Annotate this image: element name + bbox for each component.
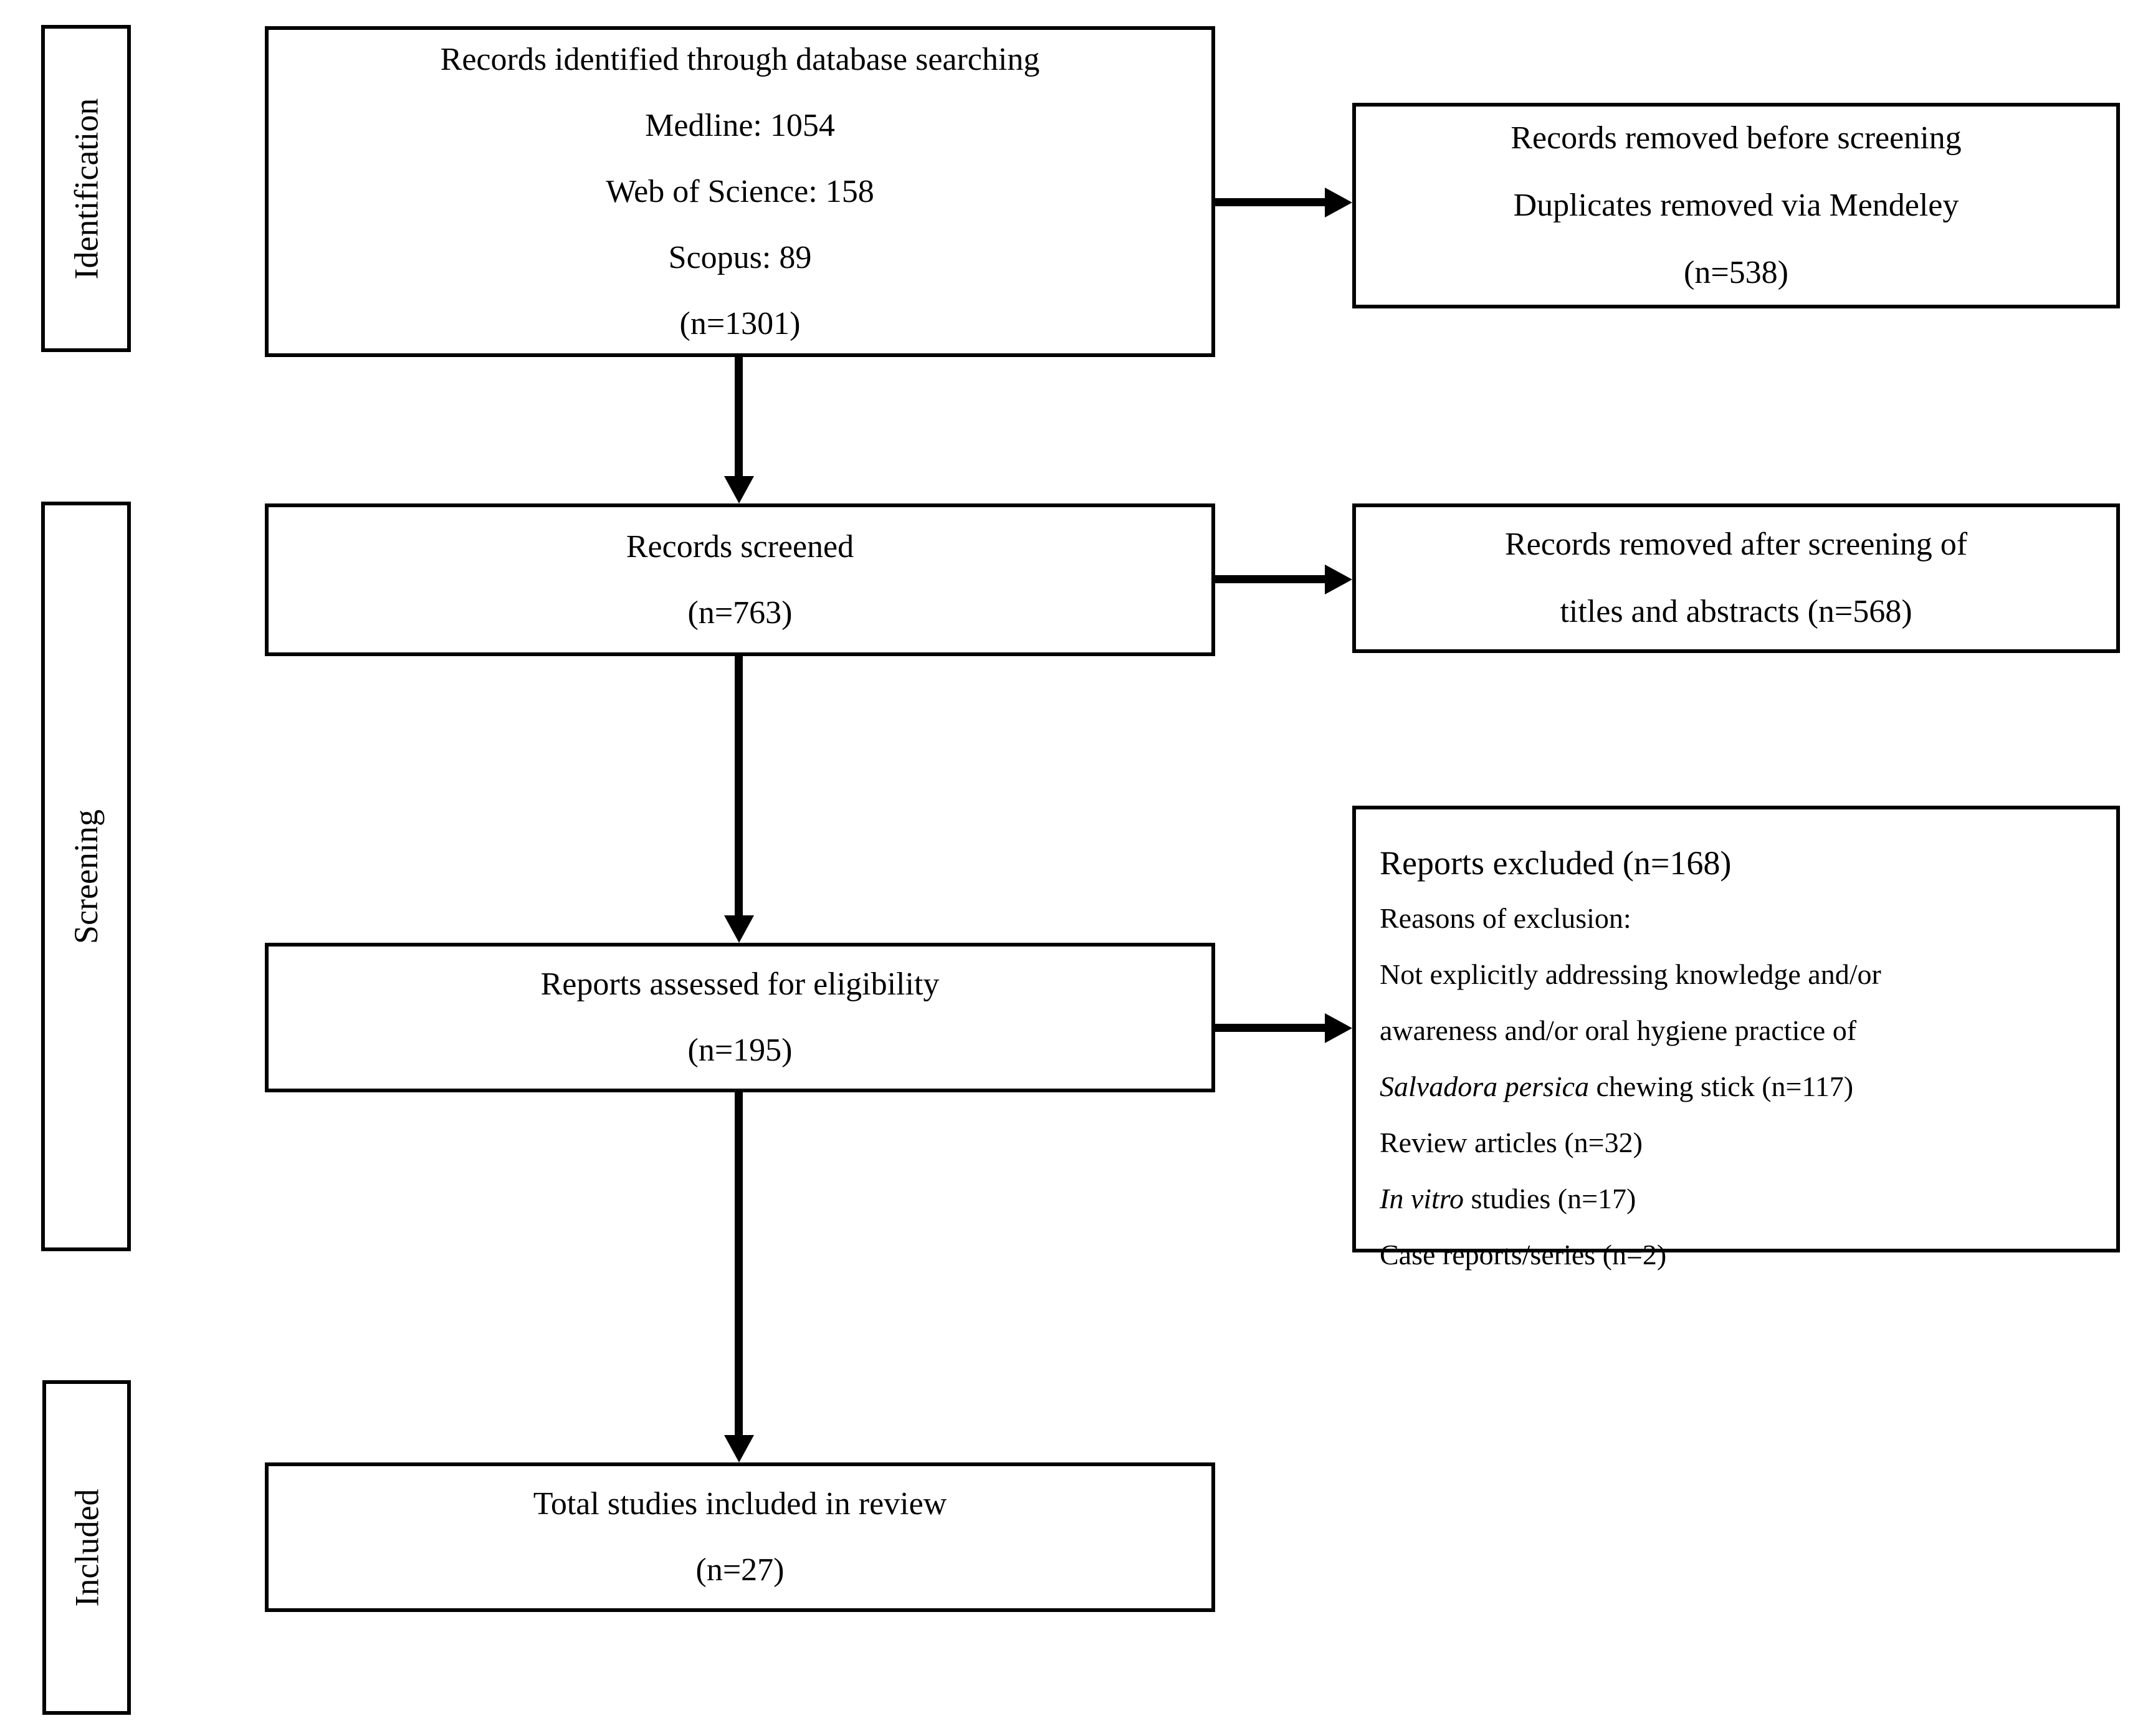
total-included-line: Total studies included in review — [533, 1486, 947, 1522]
arrow-screened-to-assessed — [724, 656, 754, 943]
box-reports-assessed: Reports assessed for eligibility (n=195) — [265, 943, 1215, 1092]
stage-included: Included — [42, 1380, 131, 1715]
exclusion-reason-line: Review articles (n=32) — [1380, 1127, 1643, 1158]
reports-excluded-reasons-heading: Reasons of exclusion: — [1380, 902, 1631, 934]
reports-assessed-count: (n=195) — [687, 1033, 793, 1068]
arrow-identified-to-screened — [724, 357, 754, 503]
reports-assessed-line: Reports assessed for eligibility — [540, 966, 940, 1002]
stage-screening: Screening — [41, 502, 131, 1251]
removed-before-count: (n=538) — [1684, 255, 1788, 290]
arrow-identified-to-removed-before — [1215, 188, 1352, 217]
records-identified-medline: Medline: 1054 — [645, 107, 835, 143]
stage-identification-label: Identification — [67, 98, 105, 279]
box-records-identified: Records identified through database sear… — [265, 26, 1215, 357]
box-reports-excluded: Reports excluded (n=168) Reasons of excl… — [1352, 806, 2120, 1271]
exclusion-reason-line: awareness and/or oral hygiene practice o… — [1380, 1014, 1857, 1046]
removed-before-line: Records removed before screening — [1511, 120, 1962, 156]
removed-after-line1: Records removed after screening of — [1504, 527, 1968, 562]
records-identified-line: Records identified through database sear… — [440, 41, 1040, 77]
box-total-included: Total studies included in review (n=27) — [265, 1462, 1215, 1612]
exclusion-reason-line: In vitro studies (n=17) — [1380, 1183, 1636, 1214]
box-removed-before-screening: Records removed before screening Duplica… — [1352, 103, 2120, 308]
records-screened-count: (n=763) — [687, 594, 793, 631]
stage-identification: Identification — [41, 25, 131, 352]
box-removed-after-screening: Records removed after screening of title… — [1352, 503, 2120, 653]
removed-after-line2: titles and abstracts (n=568) — [1560, 594, 1912, 629]
stage-included-label: Included — [68, 1489, 106, 1606]
box-records-screened: Records screened (n=763) — [265, 503, 1215, 656]
removed-before-method: Duplicates removed via Mendeley — [1513, 188, 1959, 223]
records-identified-scopus: Scopus: 89 — [668, 239, 812, 275]
exclusion-reason-line: Case reports/series (n=2) — [1380, 1239, 1667, 1271]
exclusion-reason-line: Salvadora persica chewing stick (n=117) — [1380, 1071, 1854, 1102]
records-identified-count: (n=1301) — [679, 305, 801, 341]
exclusion-reason-line: Not explicitly addressing knowledge and/… — [1380, 958, 1881, 990]
stage-screening-label: Screening — [67, 809, 105, 944]
arrow-assessed-to-excluded — [1215, 1013, 1352, 1043]
reports-excluded-title: Reports excluded (n=168) — [1380, 844, 1732, 882]
records-identified-web-of-science: Web of Science: 158 — [606, 173, 874, 209]
arrow-assessed-to-included — [724, 1092, 754, 1462]
records-screened-line: Records screened — [626, 528, 854, 565]
total-included-count: (n=27) — [695, 1552, 785, 1588]
arrow-screened-to-removed-after — [1215, 565, 1352, 594]
